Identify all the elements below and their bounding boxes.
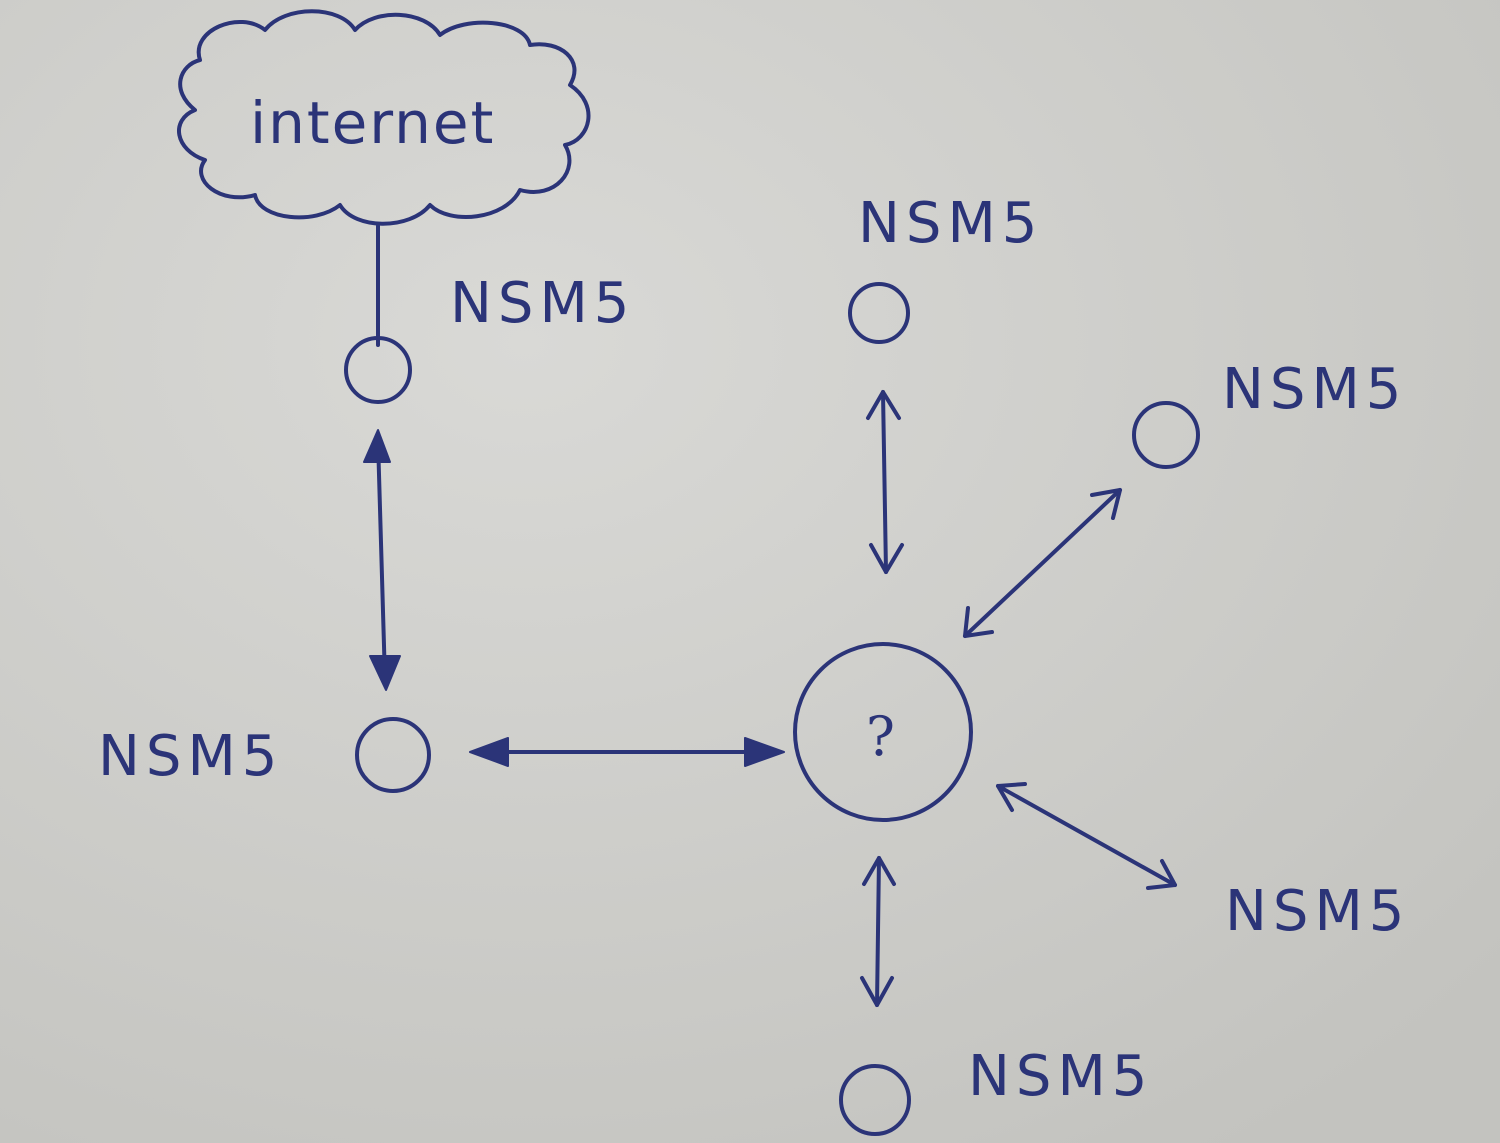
node-bottom-right: NSM5 <box>1225 879 1410 944</box>
node-bottom-circle <box>839 1064 911 1136</box>
arrow-top-hub <box>866 390 904 574</box>
node-top-right-circle <box>1132 401 1200 469</box>
internet-cloud: internet <box>177 9 591 226</box>
node-top-right-label: NSM5 <box>1222 357 1407 422</box>
hub-label: ? <box>866 705 895 768</box>
node-bottom: NSM5 <box>839 1044 1153 1136</box>
node-left-circle <box>355 717 431 793</box>
node-top-right: NSM5 <box>1132 357 1407 469</box>
hub-circle <box>793 642 973 822</box>
arrow-left-hub <box>469 737 785 767</box>
cloud-label: internet <box>250 89 495 157</box>
cloud-outline <box>177 9 591 226</box>
node-top-label: NSM5 <box>858 191 1043 256</box>
node-top-circle <box>848 282 910 344</box>
node-bottom-right-label: NSM5 <box>1225 879 1410 944</box>
node-top: NSM5 <box>848 191 1043 344</box>
node-left-label: NSM5 <box>98 724 283 789</box>
node-uplink-label: NSM5 <box>450 271 635 336</box>
node-left: NSM5 <box>98 717 431 793</box>
node-bottom-label: NSM5 <box>968 1044 1153 1109</box>
node-uplink-circle <box>344 336 412 404</box>
arrow-hub-bottom-right <box>996 782 1177 890</box>
node-uplink: NSM5 <box>344 271 635 404</box>
arrow-hub-bottom <box>860 856 896 1007</box>
arrow-uplink-left <box>363 429 401 691</box>
hub-node: ? <box>793 642 973 822</box>
arrow-hub-top-right <box>963 488 1122 638</box>
